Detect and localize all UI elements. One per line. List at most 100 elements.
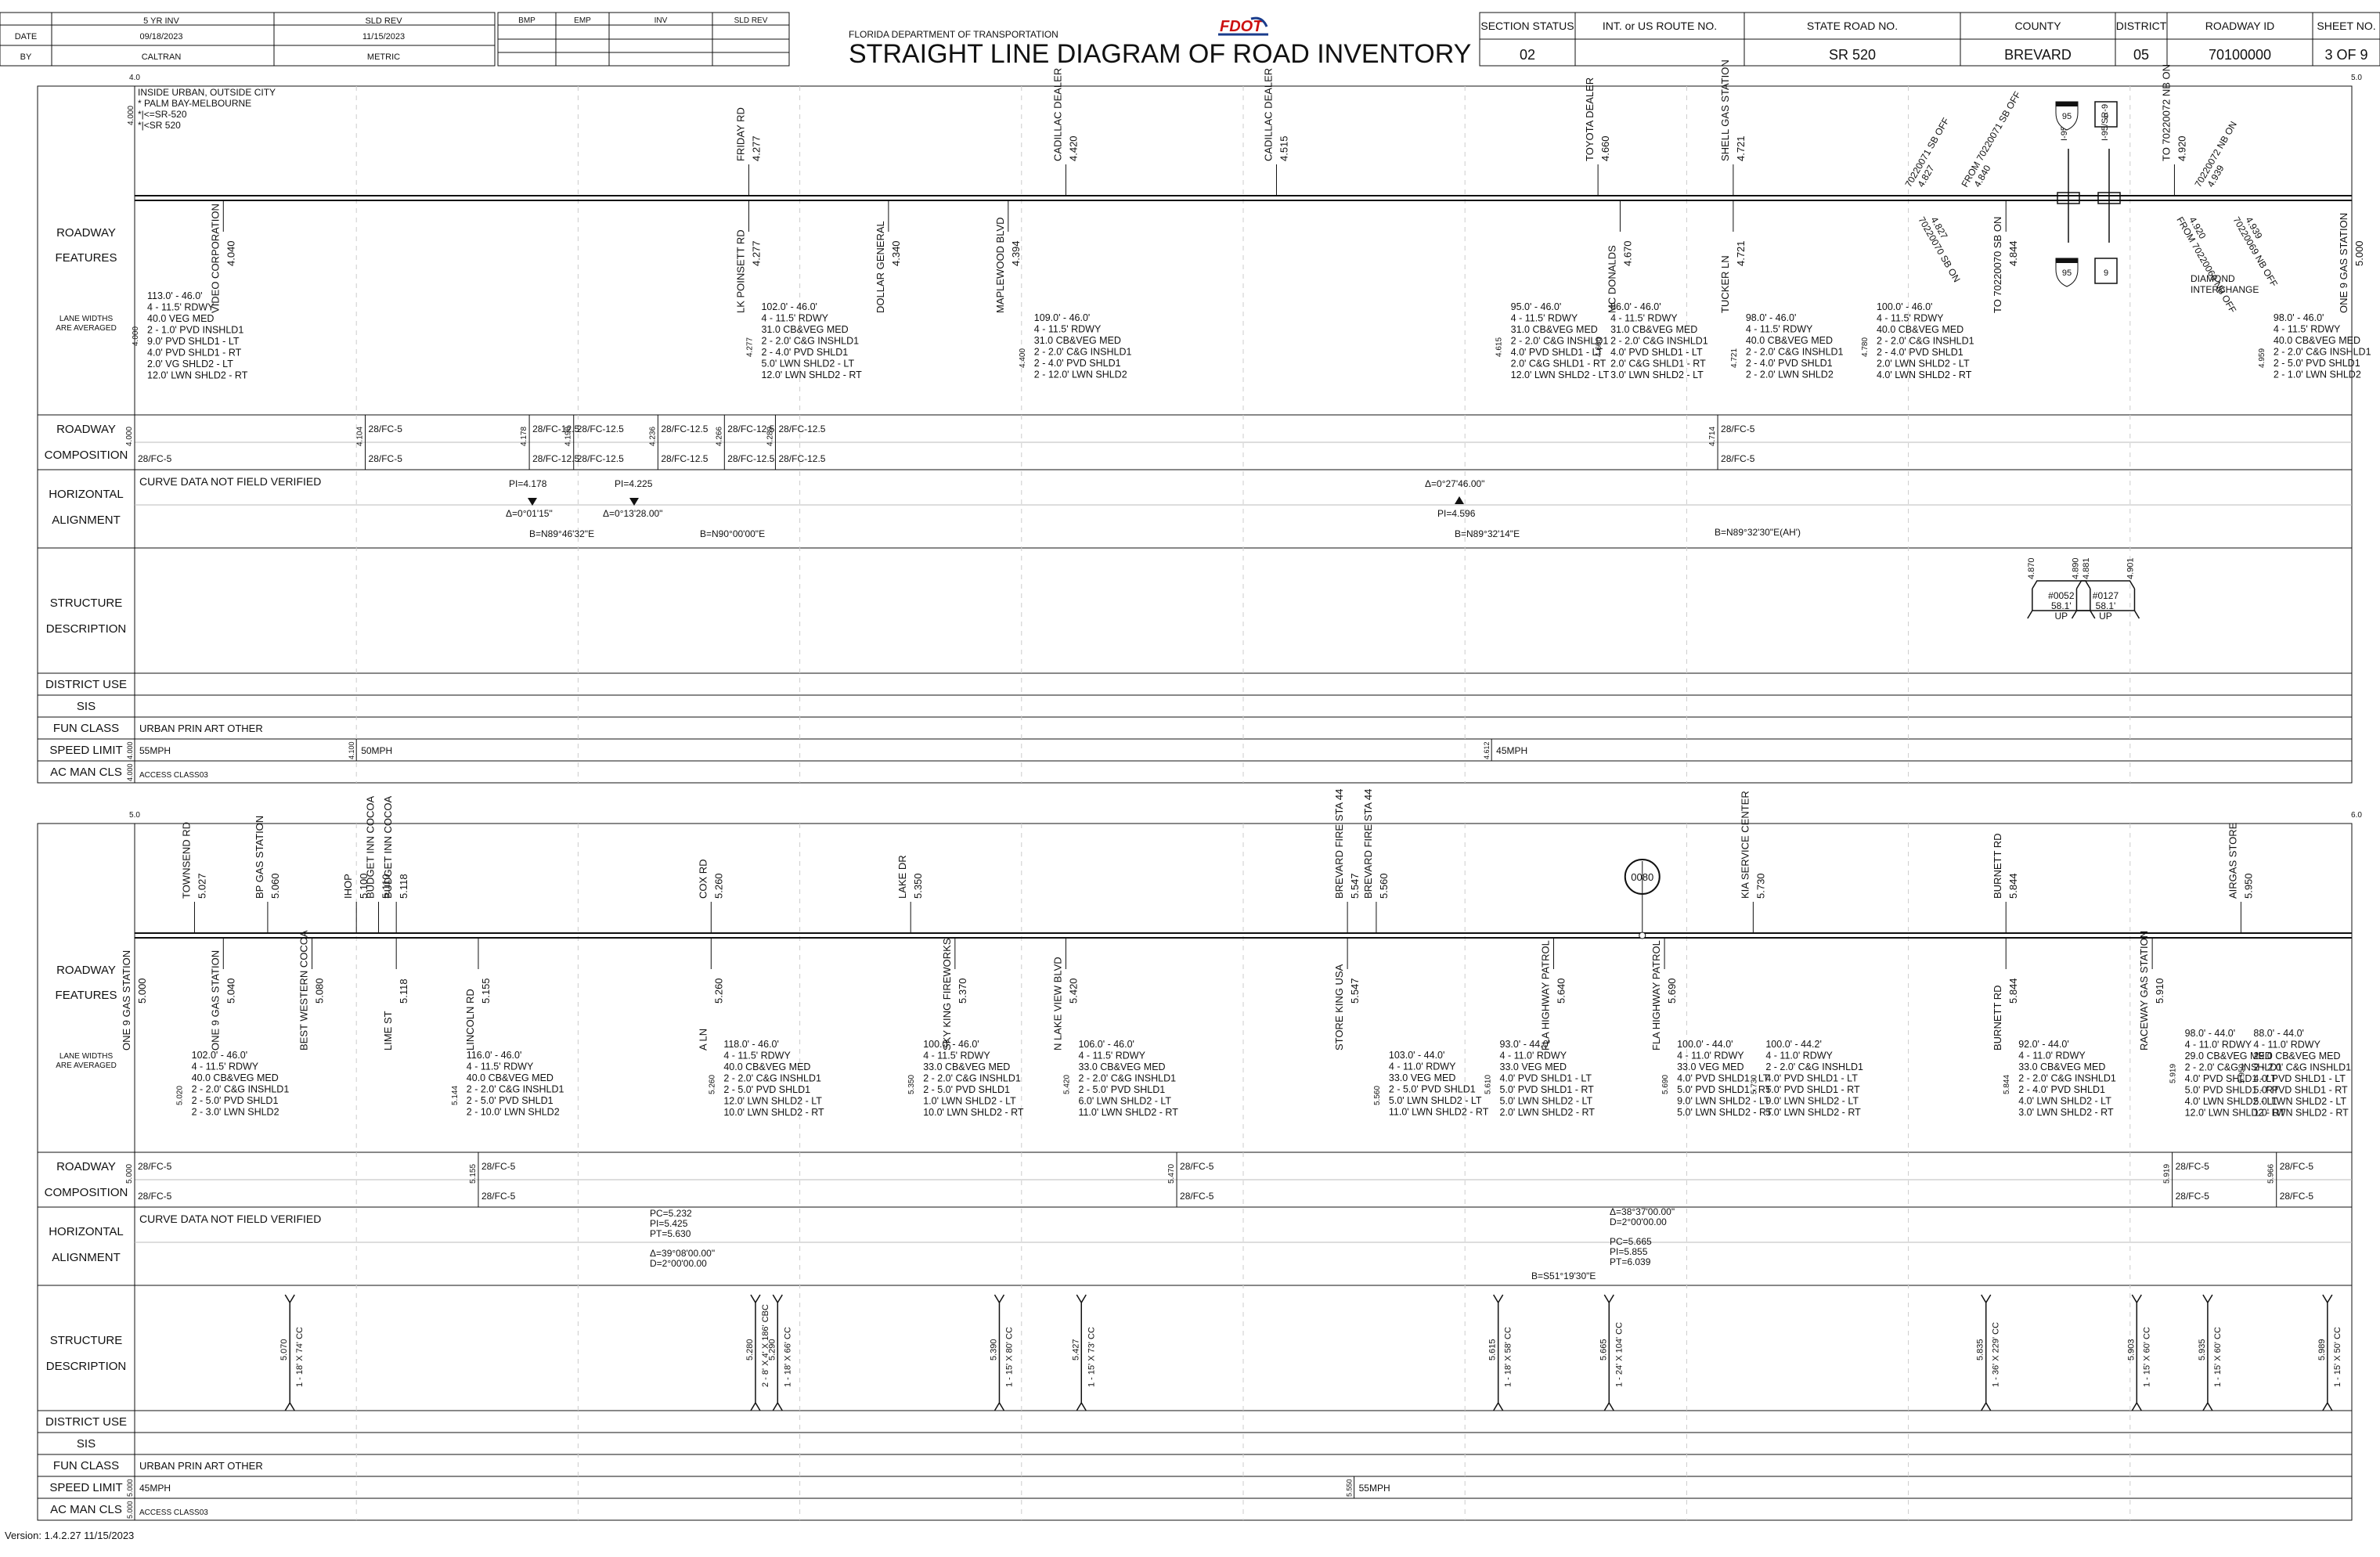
speed-limit-value: 55MPH	[139, 745, 171, 756]
lane-width-line: 2 - 2.0' C&G INSHLD1	[761, 336, 859, 347]
lane-width-line: 93.0' - 44.0'	[1500, 1039, 1551, 1050]
lane-width-line: 2 - 3.0' LWN SHLD2	[192, 1107, 279, 1118]
lane-width-line: 2 - 2.0' C&G INSHLD1	[2253, 1062, 2351, 1073]
feature-milepost: 4.515	[1278, 135, 1289, 161]
culvert-description: 1 - 18' X 58' CC	[1504, 1327, 1513, 1387]
lane-width-line: 116.0' - 46.0'	[467, 1050, 522, 1061]
lane-block-milepost: 4.277	[745, 337, 754, 357]
lane-width-line: 31.0 CB&VEG MED	[761, 324, 848, 335]
by-label: BY	[20, 52, 32, 62]
lane-block-milepost: 5.560	[1373, 1086, 1382, 1105]
feature-label: KIA SERVICE CENTER	[1739, 791, 1751, 899]
lane-width-line: 2 - 1.0' LWN SHLD2	[2274, 369, 2361, 380]
row-label-structure: STRUCTURE	[50, 596, 123, 610]
lane-width-line: 12.0' LWN SHLD2 - RT	[2185, 1108, 2286, 1119]
feature-label: FLA HIGHWAY PATROL	[1650, 940, 1662, 1051]
row-label-lane-widths: ARE AVERAGED	[56, 1061, 117, 1070]
culvert-milepost: 5.665	[1599, 1339, 1608, 1361]
composition-milepost: 4.289	[766, 427, 774, 446]
lane-width-line: 2 - 2.0' C&G INSHLD1	[1511, 336, 1609, 347]
interstate-shield-band	[2056, 102, 2078, 106]
feature-label: BUDGET INN COCOA	[365, 795, 377, 899]
composition-surface-bottom: 28/FC-12.5	[532, 453, 579, 464]
culvert-description: 1 - 18' X 74' CC	[295, 1327, 305, 1387]
feature-label: TO 70220070 SB ON	[1992, 217, 2003, 313]
feature-milepost: 5.110	[380, 874, 392, 899]
feature-label: ONE 9 GAS STATION	[121, 950, 132, 1051]
feature-label: BURNETT RD	[1992, 985, 2003, 1051]
lane-width-line: 1.0' LWN SHLD2 - LT	[923, 1096, 1016, 1107]
date-label: DATE	[15, 32, 38, 41]
feature-milepost: 5.547	[1349, 978, 1361, 1004]
feature-label: CADILLAC DEALER	[1051, 68, 1063, 161]
feature-milepost: 4.920	[2176, 135, 2187, 161]
bridge-direction: UP	[2055, 611, 2068, 622]
lane-width-line: 29.0 CB&VEG MED	[2253, 1051, 2340, 1061]
fdot-logo: FDOT	[1218, 16, 1268, 36]
feature-label: LIME ST	[382, 1011, 394, 1051]
lane-width-line: 2 - 2.0' C&G INSHLD1	[467, 1084, 564, 1095]
feature-label: DOLLAR GENERAL	[874, 221, 886, 313]
curve-data: D=2°00'00.00	[1610, 1216, 1667, 1227]
culvert-milepost: 5.390	[989, 1339, 998, 1361]
feature-milepost: 4.660	[1599, 135, 1611, 161]
lane-width-line: 5.0' PVD SHLD1 - RT	[1500, 1084, 1595, 1095]
composition-milepost: 4.000	[125, 427, 134, 446]
row-label-description: DESCRIPTION	[46, 1360, 127, 1373]
inv-label: 5 YR INV	[143, 16, 179, 26]
lane-width-line: 12.0' LWN SHLD2 - LT	[1511, 369, 1610, 380]
lane-width-line: 2 - 2.0' C&G INSHLD1	[1765, 1061, 1863, 1072]
lane-block-milepost: 4.660	[1595, 337, 1603, 357]
culvert-description: 1 - 15' X 73' CC	[1087, 1327, 1096, 1387]
bridge-milepost: 4.881	[2082, 557, 2091, 579]
row-label-roadway: ROADWAY	[56, 1160, 116, 1173]
field-label: STATE ROAD NO.	[1807, 20, 1898, 32]
lane-width-line: 86.0' - 46.0'	[1610, 301, 1661, 312]
lane-width-line: 40.0 CB&VEG MED	[1746, 335, 1833, 346]
culvert-description: 1 - 15' X 80' CC	[1004, 1327, 1014, 1387]
row-label-alignment: ALIGNMENT	[52, 514, 121, 527]
field-value: 70100000	[2209, 47, 2271, 63]
curve-note: CURVE DATA NOT FIELD VERIFIED	[139, 475, 321, 488]
row-label-roadway: ROADWAY	[56, 964, 116, 977]
lane-width-line: 40.0 CB&VEG MED	[723, 1061, 810, 1072]
lane-width-line: 2 - 5.0' PVD SHLD1	[923, 1084, 1010, 1095]
reference-marker-point	[1639, 932, 1646, 939]
lane-width-line: 4 - 11.0' RDWY	[2185, 1040, 2252, 1051]
feature-milepost: 5.560	[1378, 873, 1390, 899]
lane-width-line: 2 - 2.0' C&G INSHLD1	[2018, 1073, 2116, 1084]
composition-surface-top: 28/FC-5	[1721, 423, 1755, 434]
lane-width-line: 95.0' - 46.0'	[1511, 301, 1562, 312]
speed-limit-value: 45MPH	[139, 1483, 171, 1494]
lane-width-line: 5.0' LWN SHLD2 - LT	[2253, 1096, 2346, 1107]
curve-pi: PI=4.225	[615, 478, 653, 489]
feature-milepost: 5.118	[398, 874, 409, 899]
lane-width-line: 2 - 10.0' LWN SHLD2	[467, 1107, 560, 1118]
lane-width-line: 5.0' PVD SHLD1 - RT	[2253, 1085, 2348, 1096]
row-label-alignment: ALIGNMENT	[52, 1251, 121, 1264]
lane-width-line: 5.0' PVD SHLD1 - RT	[1765, 1084, 1860, 1095]
culvert-description: 2 - 8' X 4' X 186' CBC	[761, 1304, 770, 1387]
curve-delta: Δ=0°13'28.00"	[603, 508, 662, 519]
field-label: INT. or US ROUTE NO.	[1603, 20, 1717, 32]
feature-milepost: 5.260	[712, 978, 724, 1004]
lane-width-line: 10.0' LWN SHLD2 - RT	[923, 1107, 1024, 1118]
lane-width-line: 4 - 11.0' RDWY	[1389, 1061, 1456, 1072]
composition-surface-bottom: 28/FC-5	[2176, 1191, 2210, 1202]
lane-width-line: 31.0 CB&VEG MED	[1610, 324, 1697, 335]
units-value: METRIC	[367, 52, 400, 62]
lane-width-line: 4.0' PVD SHLD1 - LT	[2253, 1073, 2346, 1084]
feature-label: LINCOLN RD	[464, 989, 476, 1051]
lane-width-line: 2 - 2.0' C&G INSHLD1	[723, 1073, 821, 1084]
lane-width-line: 4 - 11.5' RDWY	[1078, 1051, 1145, 1061]
composition-surface-top: 28/FC-12.5	[661, 423, 708, 434]
feature-label: COX RD	[697, 859, 709, 899]
scale-start: 5.0	[129, 811, 140, 820]
feature-label: STORE KING USA	[1333, 964, 1345, 1051]
speed-milepost: 5.000	[126, 1479, 134, 1497]
lane-width-line: 4.0' PVD SHLD1 - LT	[1511, 347, 1603, 358]
bridge-direction: UP	[2099, 611, 2112, 622]
curve-pi-marker	[629, 498, 639, 506]
speed-milepost: 4.000	[126, 741, 134, 759]
lane-block-milepost: 4.721	[1730, 348, 1739, 368]
